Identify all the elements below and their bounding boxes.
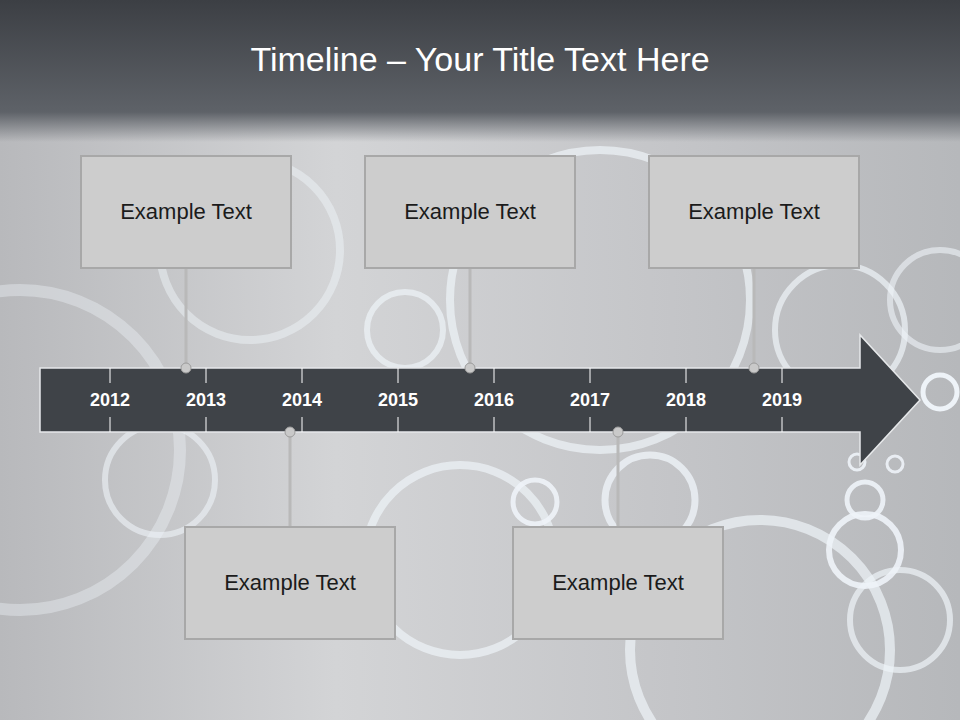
event-box: Example Text [80, 155, 292, 269]
year-label: 2019 [762, 390, 802, 411]
event-text: Example Text [224, 570, 356, 596]
slide-title: Timeline – Your Title Text Here [0, 40, 960, 79]
timeline-dot [285, 427, 295, 437]
year-label: 2013 [186, 390, 226, 411]
header-bar [0, 0, 960, 112]
year-label: 2014 [282, 390, 322, 411]
timeline-dot [181, 363, 191, 373]
event-box: Example Text [364, 155, 576, 269]
year-label: 2017 [570, 390, 610, 411]
leader-connector [181, 269, 191, 373]
year-label: 2015 [378, 390, 418, 411]
event-box: Example Text [184, 526, 396, 640]
connector-line [753, 269, 756, 368]
connector-line [289, 432, 292, 526]
event-box: Example Text [512, 526, 724, 640]
leader-connector [285, 427, 295, 526]
event-box: Example Text [648, 155, 860, 269]
connector-line [469, 269, 472, 368]
arrow-body [40, 335, 920, 465]
year-label: 2018 [666, 390, 706, 411]
year-label: 2016 [474, 390, 514, 411]
event-text: Example Text [688, 199, 820, 225]
leader-connector [465, 269, 475, 373]
timeline-arrow: 2012 2013 2014 2015 2016 2017 2018 2019 [40, 335, 920, 465]
leader-connector [749, 269, 759, 373]
connector-line [185, 269, 188, 368]
timeline-dot [613, 427, 623, 437]
year-label: 2012 [90, 390, 130, 411]
event-text: Example Text [120, 199, 252, 225]
event-text: Example Text [404, 199, 536, 225]
timeline-dot [749, 363, 759, 373]
header-fade [0, 112, 960, 142]
pipe-rings [0, 150, 960, 720]
year-ticks [110, 368, 782, 432]
timeline-dot [465, 363, 475, 373]
event-text: Example Text [552, 570, 684, 596]
leader-connector [613, 427, 623, 526]
connector-line [617, 432, 620, 526]
